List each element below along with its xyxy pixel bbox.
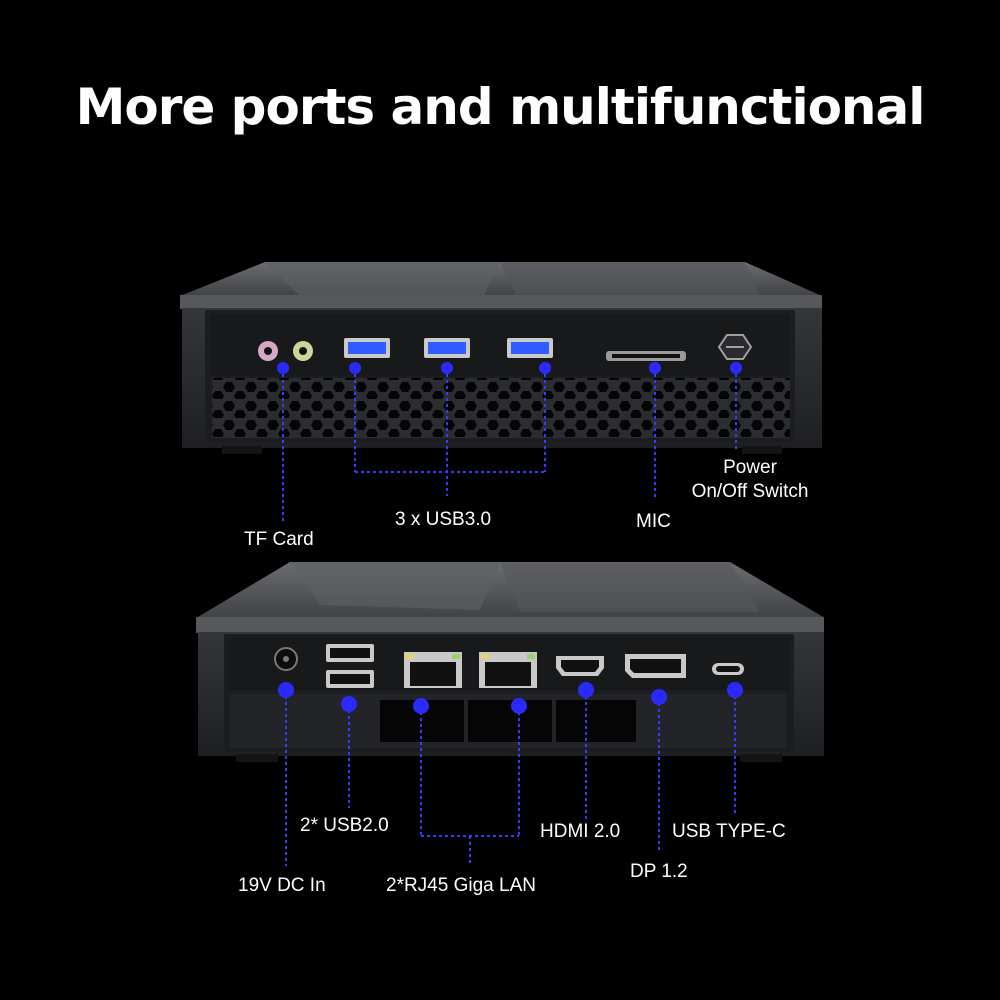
displayport-icon — [625, 654, 686, 678]
rj45-port-icon — [479, 652, 537, 688]
page-title: More ports and multifunctional — [75, 78, 926, 136]
label-usb20: 2* USB2.0 — [300, 815, 389, 836]
label-rj45: 2*RJ45 Giga LAN — [386, 875, 536, 896]
label-dc-in: 19V DC In — [238, 875, 326, 896]
label-hdmi: HDMI 2.0 — [540, 821, 621, 842]
label-dp: DP 1.2 — [630, 861, 688, 882]
rj45-port-icon — [404, 652, 462, 688]
label-usb30: 3 x USB3.0 — [395, 509, 492, 530]
mic-jack-icon — [293, 341, 313, 361]
front-callouts — [282, 368, 737, 522]
label-usb-typec: USB TYPE-C — [672, 821, 786, 842]
hdmi-port-icon — [556, 656, 604, 676]
label-mic: MIC — [636, 511, 671, 532]
usb3-port-icon — [424, 338, 470, 358]
dc-jack-icon — [274, 647, 298, 671]
audio-jack-icon — [258, 341, 278, 361]
usb2-port-icon — [326, 644, 374, 662]
usb3-port-icon — [507, 338, 553, 358]
usb2-port-icon — [326, 670, 374, 688]
front-device — [180, 262, 822, 522]
rear-device — [196, 562, 825, 866]
front-callout-dots — [277, 362, 742, 374]
usb3-port-icon — [344, 338, 390, 358]
rear-callout-dots — [278, 682, 743, 714]
label-power-line2: On/Off Switch — [691, 481, 809, 502]
power-button-icon — [717, 334, 753, 360]
usb-c-port-icon — [712, 663, 744, 675]
rear-callouts — [285, 690, 736, 866]
label-power-line1: Power — [723, 457, 777, 478]
tf-card-slot-icon — [606, 351, 686, 361]
label-power: Power On/Off Switch — [690, 456, 810, 504]
label-tf-card: TF Card — [244, 529, 314, 550]
